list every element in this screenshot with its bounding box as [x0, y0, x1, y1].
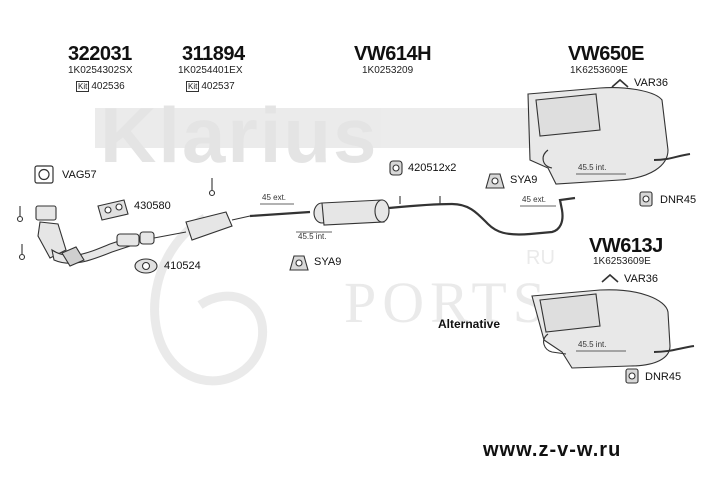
label-sya9-top[interactable]: SYA9: [510, 174, 538, 186]
kit-number-402536[interactable]: 402536: [91, 81, 125, 93]
label-var36-bottom[interactable]: VAR36: [624, 273, 659, 285]
part-ref-322031: 1K0254302SX: [68, 65, 133, 76]
alternative-label: Alternative: [438, 317, 501, 331]
label-sya9-bottom[interactable]: SYA9: [314, 256, 342, 268]
label-var36-top[interactable]: VAR36: [634, 77, 669, 89]
clamp-420512-icon: [389, 160, 403, 176]
part-ref-vw650e: 1K6253609E: [570, 65, 628, 76]
gasket-430580-icon: [97, 199, 129, 221]
dnr45-rubber-top-icon: [639, 191, 653, 207]
part-code-vw650e[interactable]: VW650E: [568, 43, 644, 65]
dnr45-rubber-bottom-icon: [625, 368, 639, 384]
sya9-hanger-top-icon: [485, 173, 505, 189]
var36-hanger-bottom-icon: [601, 273, 619, 283]
label-410524[interactable]: 410524: [164, 260, 201, 272]
kit-number-402537[interactable]: 402537: [201, 81, 235, 93]
dim-label-45-5-int-1: 45.5 int.: [298, 232, 327, 241]
dim-label-45-5-int-2: 45.5 int.: [578, 163, 607, 172]
label-dnr45-bottom[interactable]: DNR45: [645, 371, 682, 383]
part-code-322031[interactable]: 322031: [68, 43, 132, 65]
part-ref-vw613j: 1K6253609E: [593, 256, 651, 267]
var36-hanger-top-icon: [611, 78, 629, 88]
part-code-vw614h[interactable]: VW614H: [354, 43, 432, 65]
sya9-hanger-bottom-icon: [289, 255, 309, 271]
watermark-ru-text: RU: [526, 247, 555, 269]
dim-label-45-5-int-3: 45.5 int.: [578, 340, 607, 349]
dim-label-45-ext-1: 45 ext.: [262, 193, 287, 202]
part-code-vw613j[interactable]: VW613J: [589, 235, 663, 257]
part-ref-vw614h: 1K0253209: [362, 65, 414, 76]
part-ref-311894: 1K0254401EX: [178, 65, 243, 76]
rear-silencer-vw650e: [527, 87, 691, 185]
dim-label-45-ext-2: 45 ext.: [522, 195, 547, 204]
website-url[interactable]: www.z-v-w.ru: [483, 439, 622, 461]
centre-silencer-vw614h: [249, 196, 576, 236]
dimension-lines: [260, 173, 626, 352]
watermark-brand-text: Klarius: [100, 91, 378, 179]
kit-badge: Kit: [186, 81, 200, 92]
rear-silencer-vw613j: [531, 289, 695, 369]
front-catalyst-322031: [16, 205, 140, 267]
gasket-410524-icon: [134, 258, 158, 274]
part-code-311894[interactable]: 311894: [182, 43, 245, 65]
kit-badge: Kit: [76, 81, 90, 92]
watermark-ports-text: PORTS: [344, 270, 551, 335]
label-dnr45-top[interactable]: DNR45: [660, 194, 697, 206]
label-420512x2[interactable]: 420512x2: [408, 162, 457, 174]
label-vag57[interactable]: VAG57: [62, 169, 97, 181]
vag57-gasket-icon: [34, 165, 54, 184]
catalyst-311894: [139, 178, 251, 245]
ports-watermark: PORTS RU: [150, 214, 555, 386]
label-430580[interactable]: 430580: [134, 200, 171, 212]
